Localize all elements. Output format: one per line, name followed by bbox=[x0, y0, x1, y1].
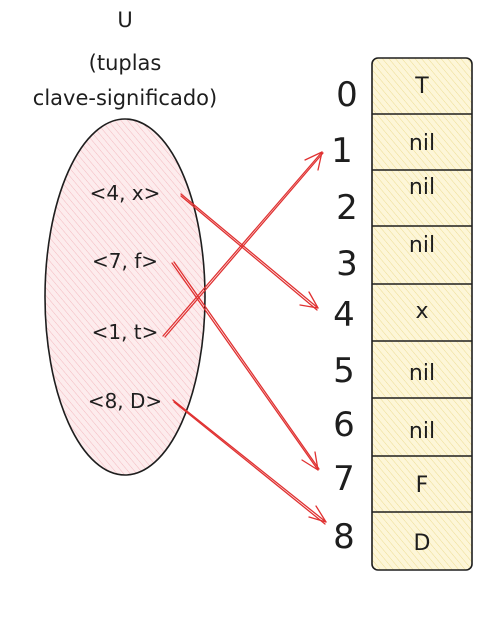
cell-2: nil bbox=[409, 175, 435, 200]
arrow-4-to-4 bbox=[180, 193, 319, 311]
cell-4: x bbox=[415, 299, 428, 324]
pair-7-f: <7, f> bbox=[92, 249, 158, 273]
arrow-1-to-1 bbox=[162, 151, 324, 338]
arrow-8-to-8 bbox=[172, 399, 327, 525]
table-frame bbox=[371, 57, 473, 571]
index-8: 8 bbox=[333, 517, 355, 557]
index-5: 5 bbox=[333, 351, 355, 391]
index-2: 2 bbox=[336, 188, 358, 228]
set-subtitle-line-1: (tuplas bbox=[89, 51, 162, 75]
cell-0: T bbox=[414, 74, 429, 99]
pair-8-d: <8, D> bbox=[88, 389, 162, 413]
index-6: 6 bbox=[333, 405, 355, 445]
hash-table: T nil nil nil x nil nil F D bbox=[371, 57, 473, 571]
index-0: 0 bbox=[336, 75, 358, 115]
pair-4-x: <4, x> bbox=[90, 181, 161, 205]
index-7: 7 bbox=[333, 459, 355, 499]
set-subtitle-line-2: clave-significado) bbox=[33, 86, 217, 110]
cell-3: nil bbox=[409, 233, 435, 258]
cell-7: F bbox=[416, 473, 429, 498]
pair-1-t: <1, t> bbox=[92, 320, 159, 344]
cell-1: nil bbox=[409, 131, 435, 156]
cell-6: nil bbox=[409, 419, 435, 444]
cell-5: nil bbox=[409, 361, 435, 386]
index-4: 4 bbox=[333, 295, 355, 335]
index-3: 3 bbox=[336, 244, 358, 284]
index-1: 1 bbox=[331, 131, 353, 171]
cell-8: D bbox=[414, 531, 431, 556]
set-ellipse bbox=[44, 118, 206, 476]
set-label: U bbox=[117, 8, 132, 32]
